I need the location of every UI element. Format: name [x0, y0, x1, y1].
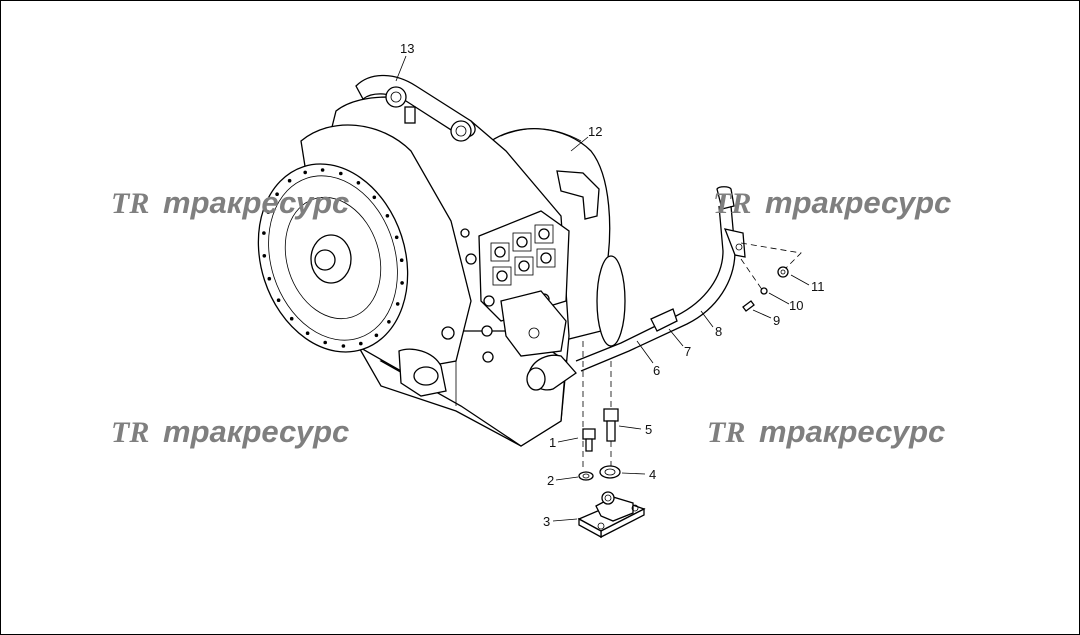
flange-bolt [305, 331, 310, 336]
callout-13: 13 [400, 41, 414, 56]
callout-8: 8 [715, 324, 722, 339]
callout-10: 10 [789, 298, 803, 313]
flange-bolt [359, 341, 363, 346]
flange-bolt [399, 258, 404, 263]
callout-2: 2 [547, 473, 554, 488]
hardware-9-10-11 [742, 266, 789, 312]
flange-bolt [275, 192, 279, 196]
callout-1: 1 [549, 435, 556, 450]
callout-3: 3 [543, 514, 550, 529]
flange-bolt [387, 320, 391, 324]
callout-12: 12 [588, 124, 602, 139]
flange-bolt [341, 344, 346, 348]
flange-bolt [266, 210, 271, 214]
flange-bolt [372, 195, 377, 200]
flange-bolt [339, 171, 343, 176]
callout-labels: 1 2 3 4 5 6 7 8 9 10 11 12 13 [400, 41, 825, 529]
flange-bolt [394, 235, 399, 240]
callout-4: 4 [649, 467, 656, 482]
watermark-logo: TR [111, 187, 149, 220]
watermark-bottom-right: TR тракресурс [707, 414, 945, 449]
watermark-logo: TR [111, 416, 149, 449]
flange-bolt [356, 181, 361, 185]
leader-lines [395, 55, 810, 522]
mount-hardware [578, 408, 621, 481]
flange-bolt [385, 214, 390, 218]
callout-7: 7 [684, 344, 691, 359]
watermark-text: тракресурс [765, 185, 951, 220]
flange-bolt [395, 302, 400, 306]
flange-bolt [262, 254, 267, 258]
watermark-top-right: TR тракресурс [713, 185, 951, 220]
flange-bolt [267, 276, 272, 281]
flange-bolt [276, 298, 281, 303]
callout-5: 5 [645, 422, 652, 437]
mount-pad [577, 491, 646, 539]
watermark-bottom-left: TR тракресурс [111, 414, 349, 449]
flange-bolt [289, 316, 294, 321]
flange-bolt [374, 333, 379, 338]
callout-11: 11 [811, 279, 825, 294]
watermark-logo: TR [707, 416, 745, 449]
flange-bolt [323, 340, 328, 345]
flange-bolt [400, 281, 404, 285]
callout-6: 6 [653, 363, 660, 378]
watermark-text: тракресурс [759, 414, 945, 449]
callout-9: 9 [773, 313, 780, 328]
flange-bolt [287, 178, 292, 183]
oil-pipe-assembly [526, 186, 746, 391]
watermark-logo: TR [713, 187, 751, 220]
watermark-text: тракресурс [163, 185, 349, 220]
flange-bolt [320, 168, 325, 172]
flange-bolt [262, 231, 266, 235]
flange-bolt [303, 170, 308, 175]
watermark-top-left: TR тракресурс [111, 185, 349, 220]
transmission-assembly [257, 74, 626, 447]
watermark-text: тракресурс [163, 414, 349, 449]
